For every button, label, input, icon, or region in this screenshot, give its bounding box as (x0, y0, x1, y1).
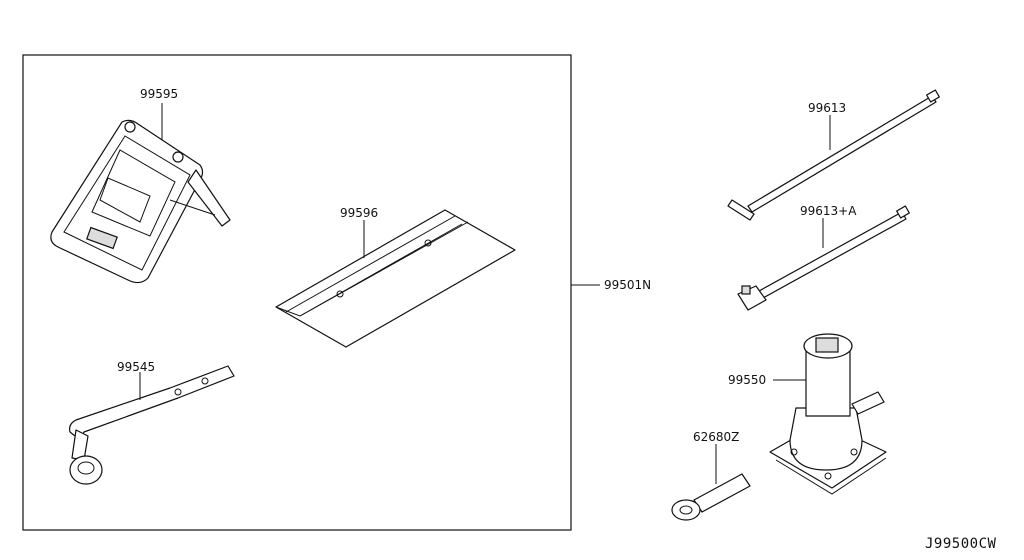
diagram-code: J99500CW (925, 536, 997, 552)
part-jack-rod-extension (737, 205, 910, 311)
label-99501n: 99501N (604, 278, 651, 292)
label-99613: 99613 (808, 101, 846, 115)
label-62680z: 62680Z (693, 430, 739, 444)
part-tow-hook (671, 473, 751, 521)
kit-enclosure-box (22, 54, 572, 531)
label-99550: 99550 (728, 373, 766, 387)
part-jack (769, 333, 887, 495)
label-99595: 99595 (140, 87, 178, 101)
part-wheel-nut-wrench (69, 365, 235, 485)
label-99613a: 99613+A (800, 204, 857, 218)
part-tool-bag (275, 209, 516, 348)
label-99596: 99596 (340, 206, 378, 220)
part-tool-tray (50, 119, 231, 284)
label-99545: 99545 (117, 360, 155, 374)
part-jack-rod (727, 89, 940, 221)
